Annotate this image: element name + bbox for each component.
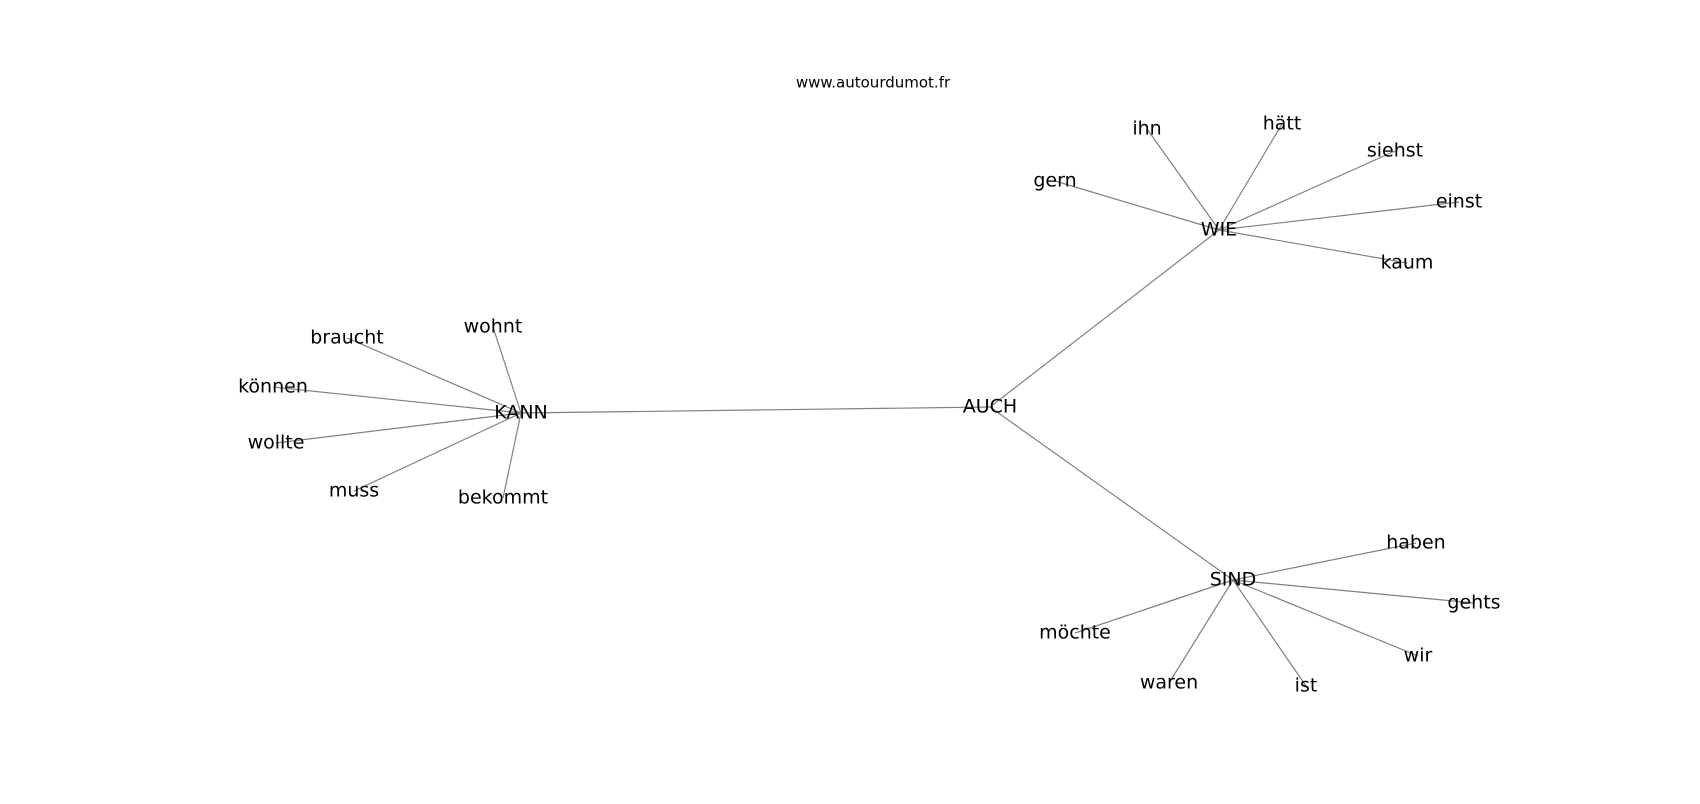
edge-sind-haben: [1232, 542, 1417, 581]
leaf-node: gehts: [1447, 592, 1500, 614]
leaf-node: wohnt: [464, 316, 523, 338]
leaf-node: hätt: [1263, 113, 1302, 135]
edge-sind-ist: [1232, 579, 1307, 687]
leaf-node: möchte: [1039, 622, 1111, 644]
edge-center-sind: [989, 406, 1234, 581]
leaf-node: gern: [1033, 170, 1076, 192]
hub-node-wie: WIE: [1201, 219, 1237, 241]
leaf-node: wir: [1404, 645, 1433, 667]
leaf-node: waren: [1140, 672, 1198, 694]
edge-kann-wohnt: [492, 326, 522, 414]
edge-sind-möchte: [1074, 579, 1234, 634]
edge-kann-braucht: [346, 337, 522, 414]
source-url-label: www.autourdumot.fr: [796, 74, 951, 92]
leaf-node: braucht: [310, 327, 384, 349]
edge-wie-einst: [1218, 201, 1460, 231]
edge-center-kann: [520, 406, 991, 414]
edge-wie-kaum: [1218, 229, 1408, 264]
edge-wie-siehst: [1218, 150, 1396, 231]
edge-sind-gehts: [1232, 579, 1475, 604]
leaf-node: haben: [1386, 532, 1445, 554]
edge-wie-hätt: [1218, 123, 1283, 231]
edge-wie-gern: [1054, 180, 1220, 231]
center-node: AUCH: [963, 396, 1017, 418]
leaf-node: wollte: [248, 432, 305, 454]
leaf-node: kaum: [1381, 252, 1434, 274]
leaf-node: muss: [329, 480, 379, 502]
edge-sind-wir: [1232, 579, 1419, 657]
edge-layer: [272, 123, 1475, 687]
edge-kann-wollte: [275, 412, 522, 444]
leaf-node: siehst: [1367, 140, 1423, 162]
leaf-node: können: [238, 376, 308, 398]
edge-wie-ihn: [1146, 128, 1220, 231]
hub-node-sind: SIND: [1210, 569, 1257, 591]
edge-kann-bekommt: [502, 412, 522, 499]
leaf-node: ihn: [1132, 118, 1161, 140]
edge-center-wie: [989, 229, 1220, 408]
leaf-node: ist: [1295, 675, 1318, 697]
edge-kann-können: [272, 386, 522, 414]
leaf-node: bekommt: [458, 487, 548, 509]
leaf-node: einst: [1436, 191, 1482, 213]
hub-node-kann: KANN: [494, 402, 548, 424]
label-layer: www.autourdumot.fr AUCH KANN braucht wohnt k…: [238, 74, 1500, 697]
edge-kann-muss: [353, 412, 522, 492]
edge-sind-waren: [1168, 579, 1234, 684]
